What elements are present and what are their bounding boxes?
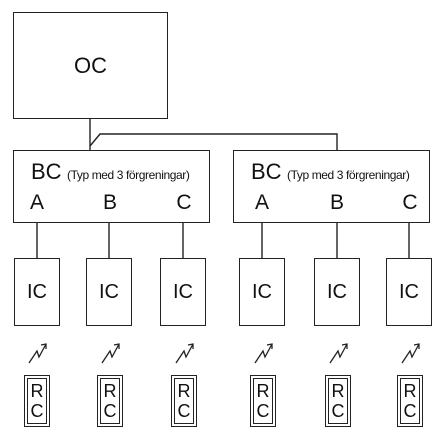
wireless-signal-icon bbox=[28, 343, 47, 364]
bc2-port-b: B bbox=[329, 191, 344, 214]
wireless-signal-icon bbox=[329, 343, 348, 364]
remote-controller-4: R C bbox=[250, 375, 276, 427]
rc-inner-box: R C bbox=[400, 378, 420, 424]
remote-controller-3: R C bbox=[171, 375, 197, 427]
ic-label: IC bbox=[173, 280, 193, 303]
bc1-port-b: B bbox=[102, 191, 117, 214]
rc-line2: C bbox=[256, 401, 270, 421]
rc-line1: R bbox=[403, 381, 417, 401]
rc-line2: C bbox=[403, 401, 417, 421]
wireless-signal-icon bbox=[175, 343, 194, 364]
indoor-unit-4: IC bbox=[239, 258, 285, 326]
bc1-port-c: C bbox=[176, 191, 192, 214]
oc-label: OC bbox=[74, 52, 107, 78]
indoor-unit-2: IC bbox=[86, 258, 132, 326]
remote-controller-1: R C bbox=[24, 375, 50, 427]
rc-inner-box: R C bbox=[100, 378, 120, 424]
indoor-unit-6: IC bbox=[386, 258, 432, 326]
rc-inner-box: R C bbox=[174, 378, 194, 424]
rc-line2: C bbox=[177, 401, 191, 421]
bc2-title: BC (Typ med 3 förgreningar) bbox=[251, 159, 410, 185]
remote-controller-6: R C bbox=[397, 375, 423, 427]
ic-label: IC bbox=[27, 280, 47, 303]
bc1-note: (Typ med 3 förgreningar) bbox=[67, 168, 190, 182]
bc1-title: BC (Typ med 3 förgreningar) bbox=[31, 159, 190, 185]
rc-inner-box: R C bbox=[27, 378, 47, 424]
rc-line1: R bbox=[103, 381, 117, 401]
branch-controller-2: BC (Typ med 3 förgreningar) A B C bbox=[233, 150, 430, 223]
bc1-label: BC bbox=[31, 159, 62, 184]
oc-to-bc2-line bbox=[89, 133, 338, 150]
rc-line1: R bbox=[177, 381, 191, 401]
ic-label: IC bbox=[399, 280, 419, 303]
rc-line1: R bbox=[30, 381, 44, 401]
ic-label: IC bbox=[252, 280, 272, 303]
bc2-port-a: A bbox=[254, 191, 269, 214]
remote-controller-5: R C bbox=[325, 375, 351, 427]
rc-line2: C bbox=[103, 401, 117, 421]
bc1-port-a: A bbox=[29, 191, 44, 214]
wireless-signal-icon bbox=[401, 343, 420, 364]
rc-line2: C bbox=[331, 401, 345, 421]
bc2-label: BC bbox=[251, 159, 282, 184]
rc-line1: R bbox=[331, 381, 345, 401]
bc2-note: (Typ med 3 förgreningar) bbox=[287, 168, 410, 182]
ic-label: IC bbox=[327, 280, 347, 303]
rc-inner-box: R C bbox=[328, 378, 348, 424]
rc-line2: C bbox=[30, 401, 44, 421]
wireless-signal-icon bbox=[101, 343, 120, 364]
branch-controller-1: BC (Typ med 3 förgreningar) A B C bbox=[13, 150, 210, 223]
wireless-signal-icon bbox=[254, 343, 273, 364]
rc-inner-box: R C bbox=[253, 378, 273, 424]
indoor-unit-1: IC bbox=[14, 258, 60, 326]
ic-label: IC bbox=[99, 280, 119, 303]
remote-controller-2: R C bbox=[97, 375, 123, 427]
outdoor-unit-oc: OC bbox=[13, 12, 168, 119]
rc-line1: R bbox=[256, 381, 270, 401]
indoor-unit-5: IC bbox=[314, 258, 360, 326]
indoor-unit-3: IC bbox=[160, 258, 206, 326]
bc2-port-c: C bbox=[402, 191, 418, 214]
